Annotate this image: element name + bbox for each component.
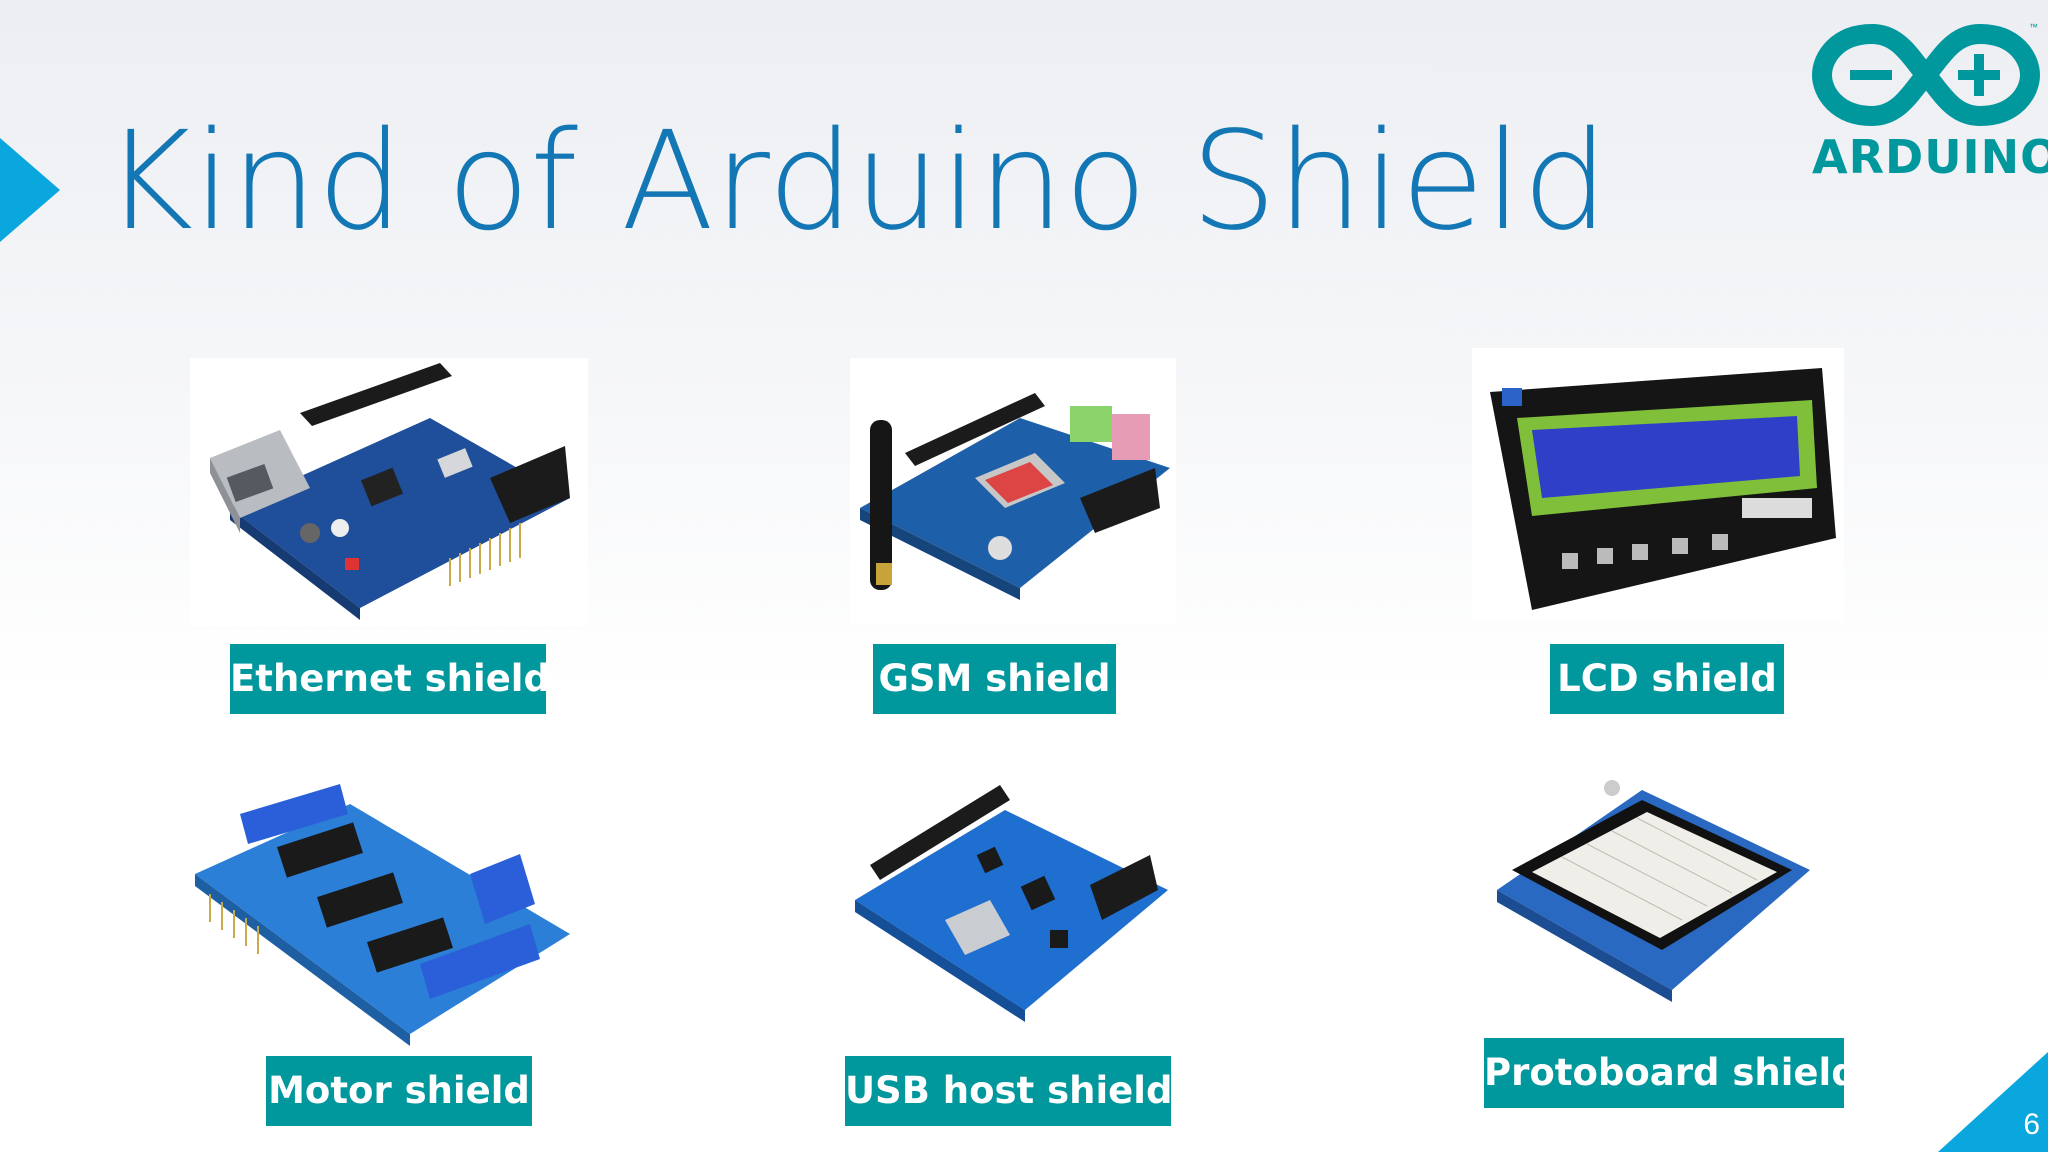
protoboard-shield-photo bbox=[1492, 760, 1814, 1006]
trademark-mark: ™ bbox=[2029, 22, 2038, 32]
page-title: Kind of Arduino Shield bbox=[104, 103, 1609, 261]
gsm-shield-label: GSM shield bbox=[873, 644, 1116, 714]
protoboard-shield-label: Protoboard shield bbox=[1484, 1038, 1858, 1108]
motor-shield-photo bbox=[190, 784, 578, 1046]
title-accent-arrow bbox=[0, 138, 60, 242]
motor-shield-label: Motor shield bbox=[266, 1056, 532, 1126]
lcd-shield-label: LCD shield bbox=[1550, 644, 1784, 714]
arduino-infinity-logo-icon bbox=[1811, 23, 2041, 127]
page-corner-triangle bbox=[1938, 1052, 2048, 1152]
arduino-logo-text: ARDUINO bbox=[1812, 130, 2048, 184]
page-number: 6 bbox=[2023, 1108, 2040, 1141]
arduino-logo: ™ ARDUINO bbox=[1811, 20, 2048, 184]
usb-host-shield-label: USB host shield bbox=[845, 1056, 1172, 1126]
gsm-shield-photo bbox=[850, 358, 1176, 624]
usb-host-shield-photo bbox=[850, 770, 1172, 1046]
lcd-shield-photo bbox=[1472, 348, 1844, 622]
ethernet-shield-label: Ethernet shield bbox=[230, 644, 550, 714]
ethernet-shield-photo bbox=[190, 358, 588, 626]
